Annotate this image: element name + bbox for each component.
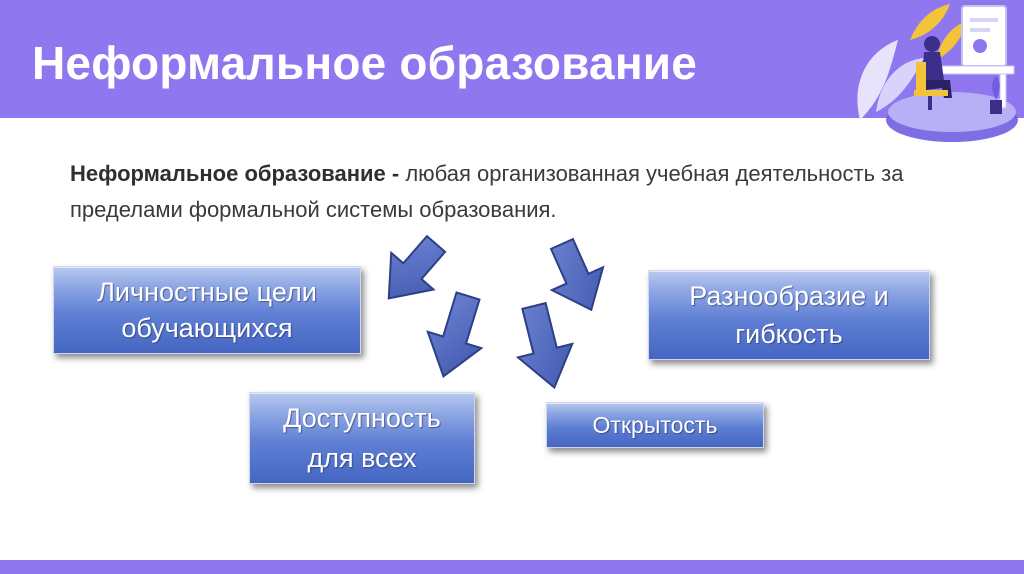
person-body [922,52,944,82]
down-arrow-icon [515,301,574,390]
leaf [876,58,924,112]
person-at-desk-illustration [857,4,1018,142]
leaf [910,4,950,40]
box-goals-line-1: Личностные цели [97,277,317,307]
leaf [936,20,968,60]
definition-term: Неформальное образование - [70,161,400,186]
bottom-band [0,560,1024,574]
down-arrow-icon [549,237,605,312]
box-openness: Открытость [546,402,764,448]
platform [888,92,1016,132]
box-openness-label: Открытость [592,412,718,438]
header-band: Неформальное образование [0,0,1024,118]
chair [916,62,926,96]
definition-body: любая организованная учебная деятельност… [70,161,904,222]
box-access-line-1: Доступность [283,403,441,433]
box-accessibility: Доступность для всех [249,392,475,484]
leaf [857,40,898,120]
monitor-avatar [973,39,987,53]
monitor-line [970,18,998,22]
box-variety-flexibility: Разнообразие и гибкость [648,270,930,360]
definition-text: Неформальное образование - любая организ… [70,156,930,228]
box-goals-line-2: обучающихся [121,313,293,343]
box-access-line-2: для всех [307,443,417,473]
box-variety-line-2: гибкость [735,319,843,349]
chair-seat [914,90,948,96]
chair-stand [928,96,932,110]
box-variety-line-1: Разнообразие и [689,281,889,311]
person-head [924,36,940,52]
plant-pot [990,100,1002,114]
down-arrow-icon [387,234,447,300]
down-arrow-icon [426,291,484,378]
desk-leg [999,73,1007,109]
monitor-line [970,28,990,32]
slide-title: Неформальное образование [32,37,698,89]
plant [992,76,1000,100]
box-personal-goals: Личностные цели обучающихся [53,266,361,354]
